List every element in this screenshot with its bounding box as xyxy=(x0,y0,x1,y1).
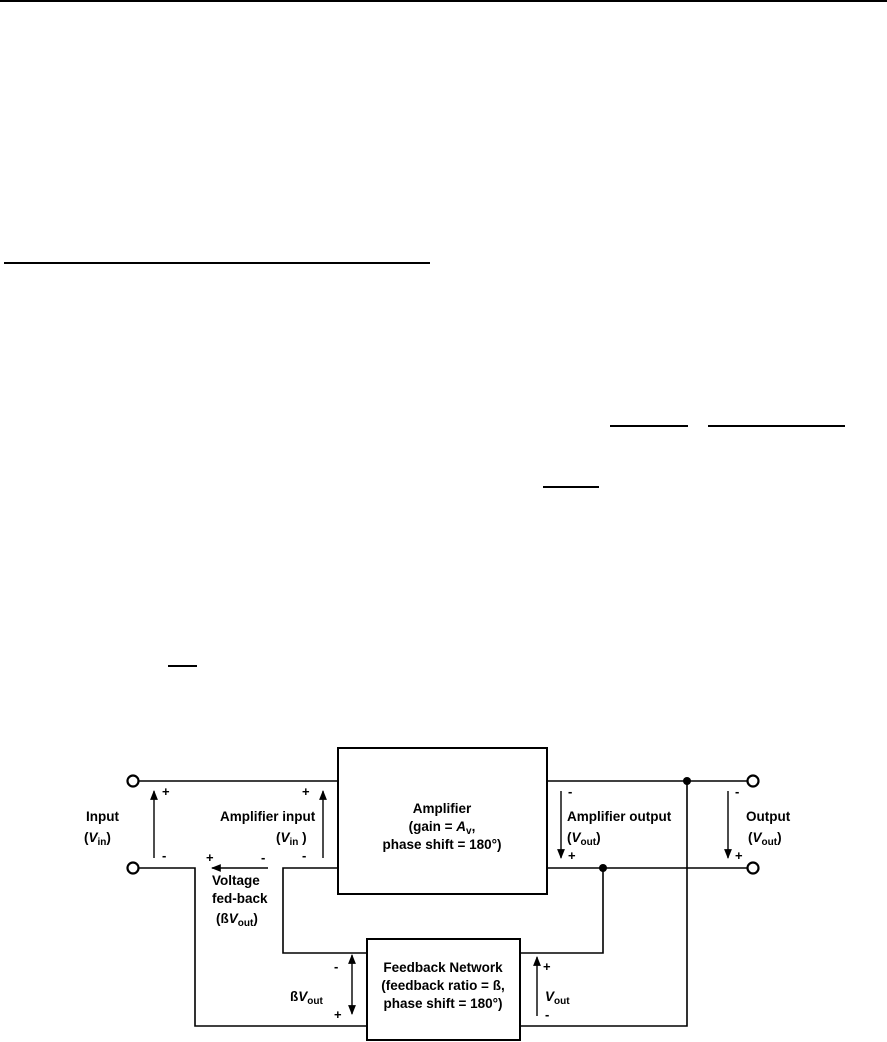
circuit-wires xyxy=(138,780,748,1027)
wire xyxy=(138,867,367,1027)
wire xyxy=(520,868,604,954)
minus-sign: - xyxy=(261,850,265,865)
feedback-left-voltage-label: ßVout xyxy=(290,989,323,1007)
minus-sign: - xyxy=(568,784,572,799)
amplifier-title: Amplifier xyxy=(413,801,472,816)
feedback-network-block xyxy=(366,938,521,1041)
plus-sign: + xyxy=(543,959,551,974)
amp-output-voltage-label: (Vout) xyxy=(567,830,601,848)
section-underline xyxy=(4,262,430,264)
minus-sign: - xyxy=(545,1007,549,1022)
feedback-right-voltage-label: Vout xyxy=(545,989,570,1007)
output-terminal-top xyxy=(746,774,760,788)
amplifier-block xyxy=(337,747,548,895)
output-terminal-bottom xyxy=(746,861,760,875)
amp-input-voltage-label: (Vin ) xyxy=(276,830,307,848)
minus-sign: - xyxy=(334,959,338,974)
amp-input-label: Amplifier input xyxy=(220,809,316,824)
output-voltage-label: (Vout) xyxy=(748,830,782,848)
input-voltage-label: (Vin) xyxy=(84,830,111,848)
plus-sign: + xyxy=(206,850,214,865)
voltage-fedback-value: (ßVout) xyxy=(216,911,258,929)
minus-sign: - xyxy=(162,848,166,863)
fraction-bar xyxy=(168,665,197,667)
input-terminal-bottom xyxy=(126,861,140,875)
feedback-ratio: (feedback ratio = ß, xyxy=(381,978,504,993)
plus-sign: + xyxy=(162,784,170,799)
amplifier-phase: phase shift = 180°) xyxy=(382,837,501,852)
amp-output-label: Amplifier output xyxy=(567,809,672,824)
feedback-title: Feedback Network xyxy=(383,960,503,975)
input-label: Input xyxy=(86,809,119,824)
voltage-fedback-label: Voltage xyxy=(212,873,260,888)
wire xyxy=(282,867,367,954)
voltage-fedback-label-2: fed-back xyxy=(212,891,268,906)
plus-sign: + xyxy=(735,848,743,863)
top-rule xyxy=(0,0,887,2)
minus-sign: - xyxy=(302,848,306,863)
fraction-bar xyxy=(543,486,599,488)
junction-dot xyxy=(683,777,691,785)
amplifier-gain: (gain = Av, xyxy=(409,819,476,837)
wire xyxy=(520,781,688,1027)
plus-sign: + xyxy=(334,1007,342,1022)
output-label: Output xyxy=(746,809,791,824)
plus-sign: + xyxy=(302,784,310,799)
fraction-bar xyxy=(708,425,845,427)
minus-sign: - xyxy=(735,784,739,799)
fraction-bar xyxy=(610,425,688,427)
plus-sign: + xyxy=(568,848,576,863)
feedback-phase: phase shift = 180°) xyxy=(383,996,502,1011)
junction-dot xyxy=(599,864,607,872)
input-terminal-top xyxy=(126,774,140,788)
